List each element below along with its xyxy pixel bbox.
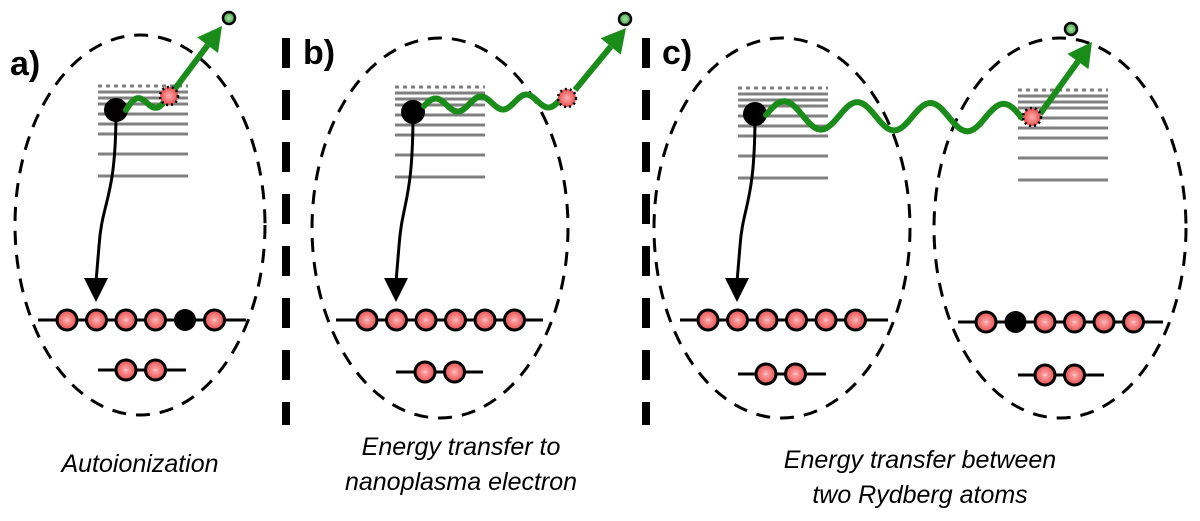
decay-arrow-head — [84, 278, 108, 302]
ejected-electron — [221, 10, 237, 26]
decay-arrow-head — [384, 278, 408, 302]
excited-electron — [1021, 106, 1043, 128]
caption-b-line2: nanoplasma electron — [345, 468, 577, 496]
atom-boundary — [652, 36, 912, 420]
panel-label-b: b) — [303, 34, 335, 72]
energy-transfer-wave — [421, 91, 563, 115]
atom-undefined-1 — [763, 21, 1188, 420]
rydberg-electron-hole — [104, 98, 128, 122]
decay-arrow-head — [725, 278, 749, 302]
panel-label-a: a) — [10, 45, 40, 83]
ejected-electron — [617, 11, 633, 27]
ionization-arrow — [572, 44, 614, 92]
atom-boundary — [932, 36, 1188, 420]
panel-label-c: c) — [662, 34, 692, 72]
ionization-arrow-head — [1067, 42, 1092, 70]
caption-a: Autoionization — [59, 450, 218, 478]
ionization-arrow — [1037, 59, 1081, 116]
ionization-arrow — [171, 43, 211, 92]
core-electron-hole — [174, 309, 196, 331]
rydberg-electron-hole — [743, 102, 767, 126]
caption-c-line1: Energy transfer between — [784, 446, 1056, 474]
core-electron-hole — [1004, 311, 1027, 333]
decay-arrow — [94, 109, 118, 283]
ionization-arrow-head — [197, 26, 222, 53]
caption-c-line2: two Rydberg atoms — [812, 481, 1027, 509]
ionization-arrow-head — [600, 28, 626, 55]
atom-boundary — [310, 36, 570, 420]
decay-arrow — [394, 111, 415, 283]
atom-undefined — [652, 36, 912, 420]
ejected-electron — [1063, 21, 1079, 37]
energy-transfer-wave — [123, 93, 171, 113]
atom-undefined — [310, 11, 633, 420]
nanoplasma-electron — [556, 87, 578, 109]
decay-arrow — [735, 113, 757, 283]
atom-undefined — [13, 10, 267, 417]
atom-boundary — [13, 33, 267, 417]
energy-transfer-wave — [763, 98, 1025, 135]
rydberg-electron-hole — [401, 100, 425, 124]
excited-electron — [158, 85, 180, 107]
caption-b-line1: Energy transfer to — [362, 433, 561, 461]
